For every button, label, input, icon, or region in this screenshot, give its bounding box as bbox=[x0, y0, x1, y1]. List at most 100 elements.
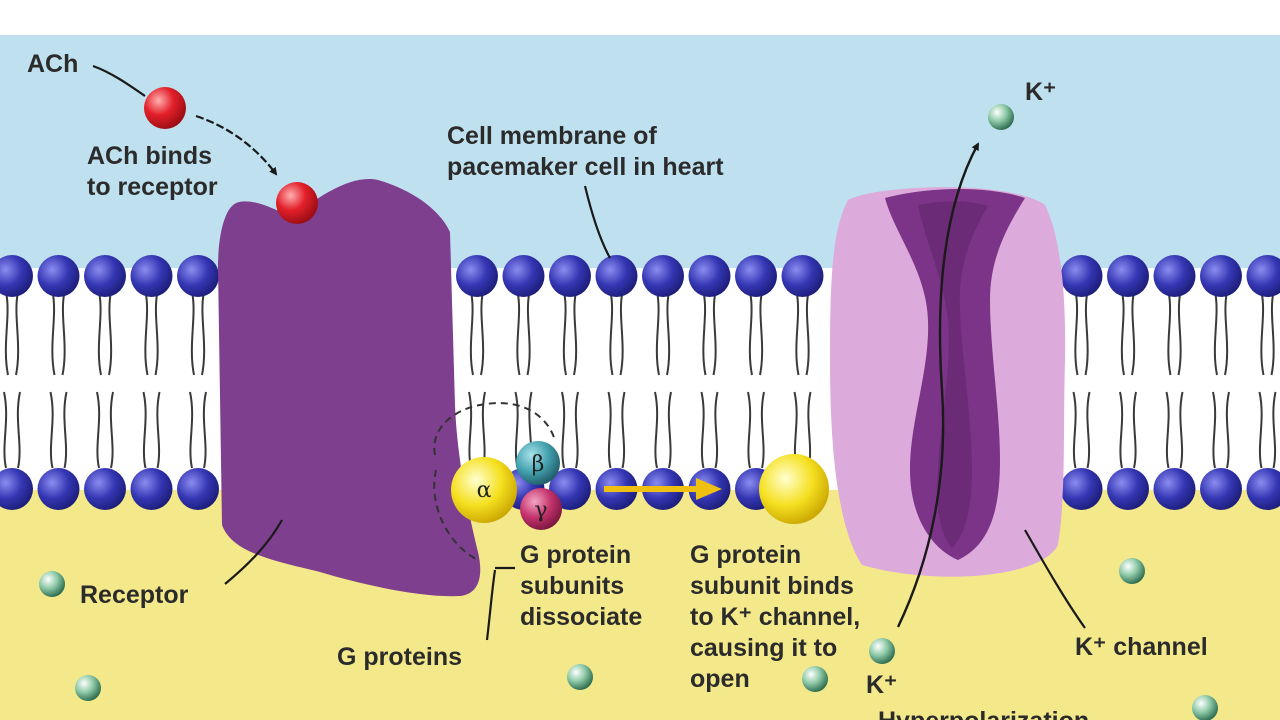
lipid-tail bbox=[1179, 391, 1184, 469]
lipid-tail bbox=[667, 391, 672, 469]
membrane-interior bbox=[0, 268, 1280, 490]
k-ion bbox=[802, 666, 828, 692]
phospholipid-head bbox=[84, 255, 126, 297]
lipid-tail bbox=[526, 291, 531, 376]
phospholipid-head bbox=[177, 468, 219, 510]
lipid-tail bbox=[480, 291, 485, 376]
k-in-label: K⁺ bbox=[866, 671, 898, 699]
phospholipid-head bbox=[1107, 255, 1149, 297]
g-beta-subunit bbox=[516, 441, 560, 485]
gamma-symbol: γ bbox=[534, 498, 547, 523]
lipid-tail bbox=[1270, 291, 1275, 376]
lipid-tails bbox=[3, 291, 1277, 469]
lipid-tail bbox=[108, 291, 113, 376]
lipid-tail bbox=[516, 291, 521, 376]
phospholipid-head bbox=[642, 255, 684, 297]
subunit-movement-arrowhead bbox=[696, 478, 722, 500]
lipid-tail bbox=[189, 391, 194, 469]
ach-label-leader bbox=[92, 64, 146, 97]
lipid-tail bbox=[1258, 391, 1263, 469]
lipid-tail bbox=[51, 291, 56, 376]
receptor-label: Receptor bbox=[80, 581, 189, 609]
lipid-tail bbox=[607, 391, 612, 469]
phospholipid-head bbox=[1200, 468, 1242, 510]
phospholipid-head bbox=[84, 468, 126, 510]
dissociate-line: dissociate bbox=[520, 603, 643, 631]
lipid-tail bbox=[4, 291, 9, 376]
top-white-strip bbox=[0, 0, 1280, 35]
lipid-tail bbox=[1213, 291, 1218, 376]
membrane-label: Cell membrane of pacemaker cell in heart bbox=[447, 121, 724, 183]
lipid-tail bbox=[666, 291, 671, 376]
lipid-tail bbox=[1120, 291, 1125, 376]
lipid-tail bbox=[156, 391, 161, 469]
lipid-tail bbox=[1119, 391, 1124, 469]
phospholipid-head bbox=[130, 255, 173, 297]
ach-binds-label: ACh binds to receptor bbox=[87, 141, 218, 203]
ach-molecule-bound bbox=[276, 182, 318, 224]
membrane-label-leader bbox=[583, 185, 611, 259]
phospholipid-head bbox=[1107, 468, 1149, 510]
lipid-tail bbox=[1167, 291, 1172, 376]
lipid-tail bbox=[1072, 391, 1077, 469]
lipid-tail bbox=[573, 291, 578, 376]
lipid-tail bbox=[109, 391, 114, 469]
lipid-tail bbox=[655, 291, 660, 376]
k-ion bbox=[567, 664, 593, 690]
dissociate-line: subunits bbox=[520, 572, 625, 600]
ach-binds-line: to receptor bbox=[87, 173, 218, 201]
lipid-tail bbox=[1086, 391, 1091, 469]
phospholipid-head bbox=[781, 255, 824, 297]
lipid-tail bbox=[469, 291, 474, 376]
g-proteins-label-leader bbox=[485, 569, 497, 641]
lipid-tail bbox=[63, 391, 68, 469]
lipid-tail bbox=[190, 291, 195, 376]
k-ion bbox=[75, 675, 101, 701]
ach-binding-arrow bbox=[195, 114, 278, 176]
g-protein-dashed-outline bbox=[433, 402, 556, 561]
binds-channel-line: subunit binds bbox=[690, 572, 854, 600]
lipid-tail bbox=[700, 391, 705, 469]
g-proteins-label: G proteins bbox=[337, 643, 463, 671]
phospholipid-head bbox=[1153, 468, 1196, 510]
lipid-tail bbox=[202, 391, 207, 469]
lipid-tail bbox=[96, 391, 101, 469]
lipid-tail bbox=[702, 291, 707, 376]
lipid-tail bbox=[1132, 391, 1137, 469]
k-ion-extracellular bbox=[988, 104, 1014, 130]
lipid-tail bbox=[154, 291, 159, 376]
phospholipid-head bbox=[549, 255, 591, 297]
membrane-label-line: Cell membrane of bbox=[447, 122, 657, 150]
lipid-tail bbox=[49, 391, 54, 469]
lipid-tail bbox=[714, 391, 719, 469]
phospholipid-head bbox=[735, 255, 777, 297]
phospholipid-head bbox=[456, 255, 498, 297]
lipid-tail bbox=[1084, 291, 1089, 376]
phospholipid-head bbox=[37, 255, 80, 297]
lipid-tail bbox=[795, 291, 800, 376]
lipid-tail bbox=[621, 391, 626, 469]
ach-binds-line: ACh binds bbox=[87, 142, 212, 170]
g-gamma-subunit bbox=[520, 488, 562, 530]
lipid-tail bbox=[97, 291, 102, 376]
lipid-tail bbox=[747, 391, 752, 469]
k-channel-pore-shadow bbox=[918, 201, 988, 549]
lipid-tail bbox=[16, 391, 21, 469]
lipid-tail bbox=[1131, 291, 1136, 376]
phospholipid-head bbox=[1200, 255, 1242, 297]
lipid-tail bbox=[759, 291, 764, 376]
g-alpha-subunit bbox=[451, 457, 517, 523]
hyperpolarization-label: Hyperpolarization bbox=[878, 706, 1089, 720]
receptor-protein bbox=[218, 178, 481, 597]
k-channel-label: K⁺ channel bbox=[1075, 633, 1208, 661]
phospholipid-head bbox=[595, 255, 638, 297]
membrane-label-line: pacemaker cell in heart bbox=[447, 153, 724, 181]
binds-channel-line: G protein bbox=[690, 541, 802, 569]
lipid-tail bbox=[1165, 391, 1170, 469]
phospholipid-head bbox=[688, 255, 731, 297]
lipid-tail bbox=[609, 291, 614, 376]
k-ion bbox=[1192, 695, 1218, 720]
phospholipid-head bbox=[1060, 255, 1103, 297]
